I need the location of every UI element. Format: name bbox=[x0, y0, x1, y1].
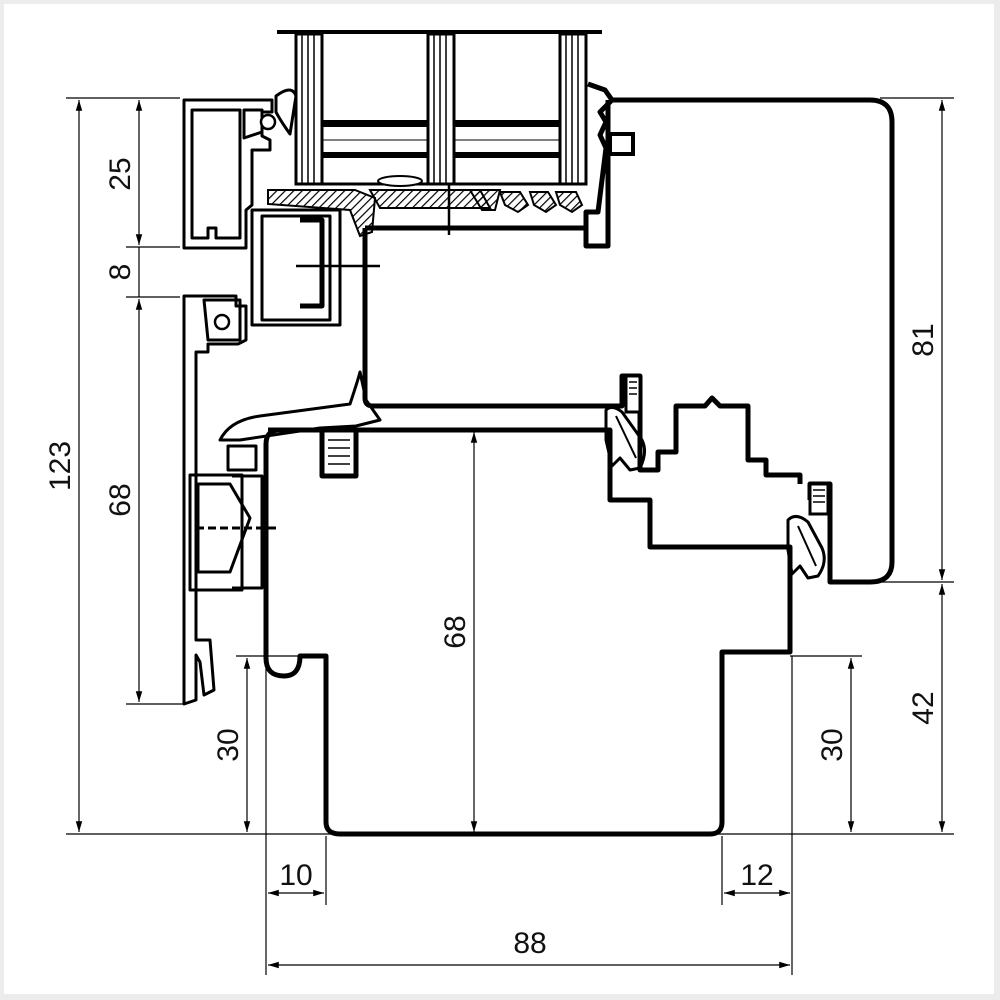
dim-label-68-left: 68 bbox=[104, 483, 137, 516]
seal-gasket-lower bbox=[786, 515, 826, 580]
dim-label-10: 10 bbox=[279, 859, 312, 892]
dim-label-81: 81 bbox=[907, 323, 940, 356]
aluminium-cladding bbox=[182, 88, 382, 706]
dim-label-8: 8 bbox=[104, 264, 137, 281]
drawing-canvas: 123 25 8 68 68 30 81 42 30 10 12 88 bbox=[4, 4, 994, 994]
glazing-unit bbox=[277, 30, 602, 186]
dim-label-42: 42 bbox=[907, 691, 940, 724]
sash-profile bbox=[362, 97, 895, 585]
glazing-block bbox=[267, 175, 584, 238]
dim-label-123: 123 bbox=[44, 441, 77, 491]
dim-label-25: 25 bbox=[104, 157, 137, 190]
dimension-labels: 123 25 8 68 68 30 81 42 30 10 12 88 bbox=[44, 157, 940, 960]
frame-profile bbox=[263, 427, 793, 837]
dim-label-88: 88 bbox=[513, 927, 546, 960]
glazing-bead-right bbox=[583, 81, 635, 249]
dim-label-30-right: 30 bbox=[816, 728, 849, 761]
dim-label-30-left: 30 bbox=[212, 728, 245, 761]
dim-label-12: 12 bbox=[740, 859, 773, 892]
seal-gasket-upper bbox=[604, 405, 647, 472]
dimension-lines bbox=[66, 97, 954, 975]
dim-label-68-center: 68 bbox=[439, 615, 472, 648]
